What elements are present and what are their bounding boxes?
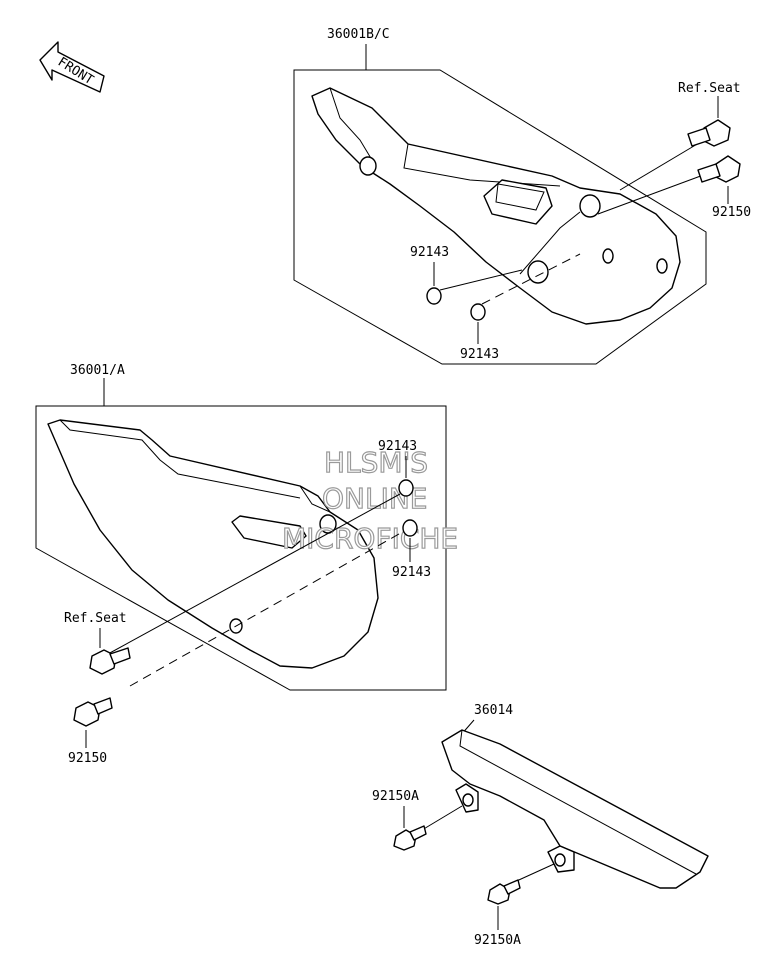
top-ref-seat-label: Ref.Seat — [678, 81, 741, 96]
left-bolt-label: 92150 — [68, 751, 107, 766]
left-side-cover-group: 36001/A HLSM'S ONLINE MICROFICHE 92143 9… — [35, 363, 459, 766]
chain-guard-label: 36014 — [474, 703, 513, 718]
left-washer-upper-icon — [398, 479, 414, 497]
left-ref-seat-bolt-icon — [89, 647, 131, 675]
left-group-frame — [35, 405, 447, 691]
top-cover-vent — [483, 179, 553, 225]
svg-text:HLSM'S: HLSM'S — [324, 446, 428, 479]
left-bolt-icon — [73, 697, 113, 727]
top-washer-lower-icon — [470, 303, 486, 321]
top-bolt-label: 92150 — [712, 205, 751, 220]
left-ref-seat-label: Ref.Seat — [64, 611, 127, 626]
svg-text:ONLINE: ONLINE — [322, 482, 427, 515]
left-washer-lower-label: 92143 — [392, 565, 431, 580]
top-washer-lower-label: 92143 — [460, 347, 499, 362]
chain-bolt-lower-label: 92150A — [474, 933, 521, 948]
left-part-number: 36001/A — [70, 363, 125, 378]
chain-bolt-upper-icon — [393, 825, 427, 851]
left-washer-lower-icon — [402, 519, 418, 537]
top-part-number: 36001B/C — [327, 27, 390, 42]
top-group-frame — [293, 69, 707, 365]
svg-text:MICROFICHE: MICROFICHE — [282, 522, 458, 555]
top-side-cover-group: 36001B/C Ref.Seat 92150 — [293, 27, 751, 365]
top-ref-seat-bolt-icon — [687, 119, 731, 147]
front-arrow-icon: FRONT — [39, 41, 105, 93]
watermark: HLSM'S ONLINE MICROFICHE — [281, 445, 458, 555]
chain-bolt-upper-label: 92150A — [372, 789, 419, 804]
top-washer-upper-label: 92143 — [410, 245, 449, 260]
chain-guard-group: 36014 92150A 92150A — [372, 703, 709, 948]
top-bolt-icon — [697, 155, 741, 183]
left-cover-vent — [231, 515, 307, 549]
chain-guard — [441, 729, 709, 889]
left-side-cover — [47, 419, 379, 669]
left-washer-upper-label: 92143 — [378, 439, 417, 454]
top-washer-upper-icon — [426, 287, 442, 305]
chain-bolt-lower-icon — [487, 879, 521, 905]
